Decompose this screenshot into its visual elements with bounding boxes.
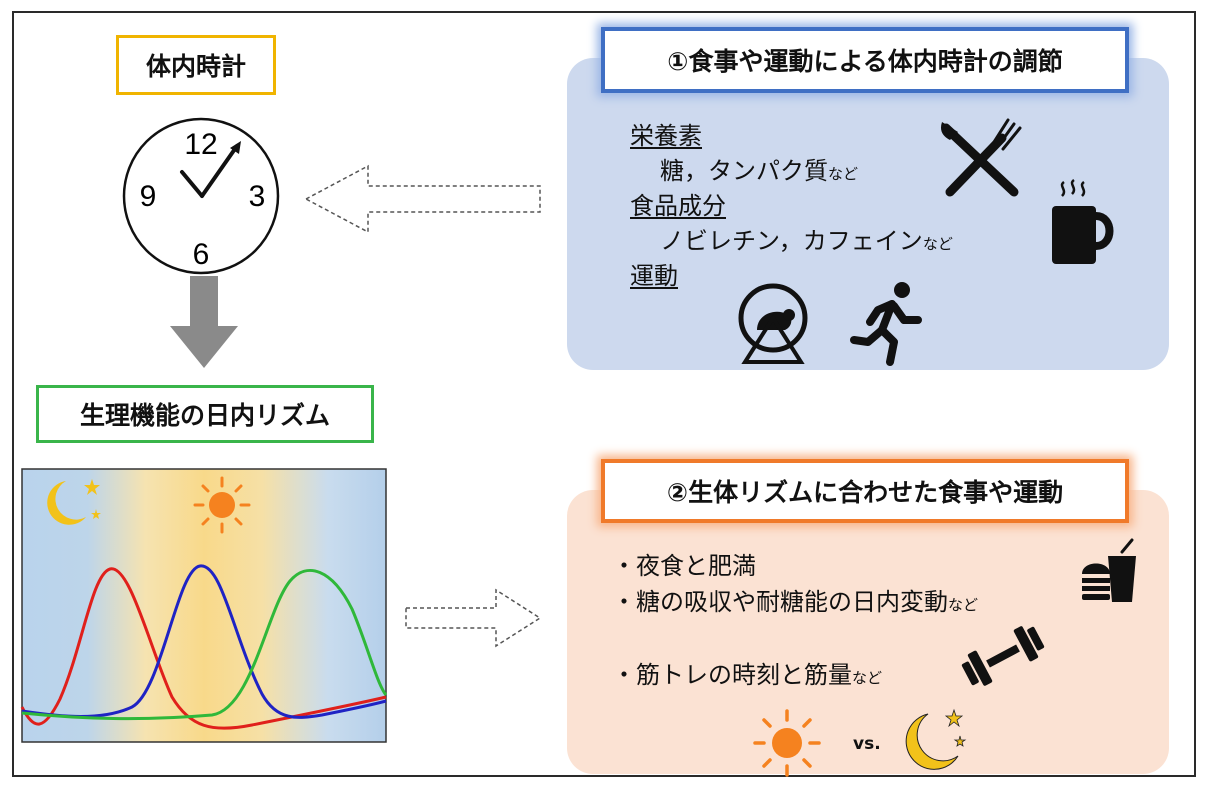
burger-drink-icon bbox=[1082, 538, 1136, 602]
rhythm-curve-green bbox=[21, 569, 388, 721]
fork-knife-icon bbox=[941, 118, 1022, 197]
bullet-glucose-suffix: など bbox=[948, 596, 979, 614]
exercise-header: 運動 bbox=[630, 262, 678, 290]
food-components-suffix: など bbox=[922, 235, 953, 253]
bullet-glucose-text: ・糖の吸収や耐糖能の日内変動 bbox=[612, 588, 948, 616]
clock-title: 体内時計 bbox=[116, 35, 276, 95]
panel1-title: ①食事や運動による体内時計の調節 bbox=[601, 27, 1129, 93]
moon-icon bbox=[47, 479, 101, 525]
nutrients-line: 糖，タンパク質など bbox=[660, 151, 858, 186]
nutrients-items: 糖，タンパク質 bbox=[660, 157, 828, 185]
nutrients-header: 栄養素 bbox=[630, 122, 702, 150]
rhythm-title: 生理機能の日内リズム bbox=[36, 385, 374, 443]
bullet-muscle-suffix: など bbox=[852, 669, 883, 687]
circadian-rhythm-chart bbox=[20, 468, 388, 743]
food-components-line: ノビレチン，カフェインなど bbox=[660, 221, 953, 256]
coffee-mug-icon bbox=[1052, 178, 1114, 264]
running-person-icon bbox=[850, 282, 922, 366]
vs-label: vs. bbox=[853, 734, 881, 754]
dashed-arrow-left-icon bbox=[304, 164, 541, 234]
rhythm-curve-blue bbox=[21, 564, 387, 719]
clock-hands bbox=[180, 141, 241, 198]
clock-numeral-12: 12 bbox=[184, 128, 217, 161]
food-components-header: 食品成分 bbox=[630, 192, 726, 220]
clock-numeral-9: 9 bbox=[140, 180, 157, 213]
clock-icon: 12 9 3 6 bbox=[122, 117, 280, 275]
outer-frame bbox=[12, 11, 1196, 777]
bullet-glucose-variation: ・糖の吸収や耐糖能の日内変動など bbox=[612, 582, 978, 617]
panel2-title: ②生体リズムに合わせた食事や運動 bbox=[601, 459, 1129, 523]
sun-icon bbox=[753, 709, 821, 777]
bullet-muscle-text: ・筋トレの時刻と筋量 bbox=[612, 661, 852, 689]
bullet-muscle-training: ・筋トレの時刻と筋量など bbox=[612, 655, 882, 690]
moon-icon bbox=[905, 708, 967, 770]
dashed-arrow-right-icon bbox=[405, 588, 542, 648]
nutrients-suffix: など bbox=[828, 165, 859, 183]
rhythm-curve-red bbox=[20, 567, 387, 730]
down-arrow-icon bbox=[170, 276, 238, 368]
hamster-wheel-icon bbox=[738, 283, 808, 364]
food-components-items: ノビレチン，カフェイン bbox=[660, 227, 923, 255]
bullet-night-eating: ・夜食と肥満 bbox=[612, 552, 756, 580]
dumbbell-icon bbox=[961, 626, 1045, 686]
sun-icon bbox=[193, 476, 251, 534]
clock-numeral-6: 6 bbox=[193, 238, 210, 271]
clock-numeral-3: 3 bbox=[249, 180, 266, 213]
rhythm-matched-diet-panel bbox=[567, 490, 1169, 774]
